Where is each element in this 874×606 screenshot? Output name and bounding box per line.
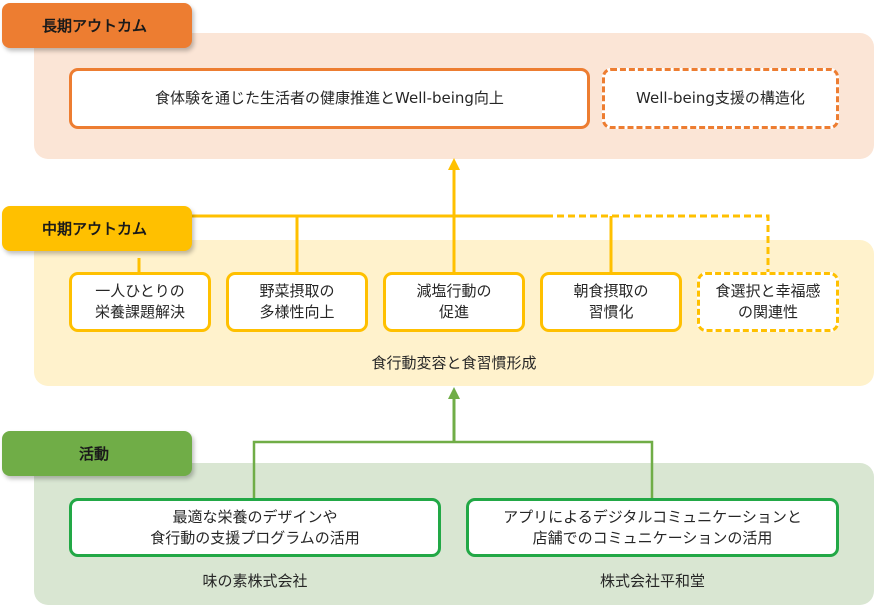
long-term-outcome-box-dashed: Well-being支援の構造化 xyxy=(602,68,839,129)
mid-term-caption: 食行動変容と食習慣形成 xyxy=(371,354,537,372)
activity-box: 最適な栄養のデザインや 食行動の支援プログラムの活用 xyxy=(69,498,441,557)
arrow-up-icon xyxy=(448,158,460,170)
mid-term-outcome-box: 一人ひとりの 栄養課題解決 xyxy=(69,272,211,332)
long-term-tag: 長期アウトカム xyxy=(2,3,192,48)
activity-tag: 活動 xyxy=(2,431,192,476)
mid-term-outcome-box: 朝食摂取の 習慣化 xyxy=(540,272,682,332)
activity-box: アプリによるデジタルコミュニケーションと 店舗でのコミュニケーションの活用 xyxy=(466,498,839,557)
activity-connector xyxy=(252,440,654,498)
activity-org-label: 株式会社平和堂 xyxy=(599,572,705,590)
mid-term-outcome-box-dashed: 食選択と幸福感 の関連性 xyxy=(697,272,839,332)
mid-term-outcome-box: 減塩行動の 促進 xyxy=(383,272,525,332)
mid-connector-dashed xyxy=(546,214,770,273)
activity-org-label: 味の素株式会社 xyxy=(202,572,308,590)
arrow-up-icon xyxy=(448,387,460,399)
mid-term-tag: 中期アウトカム xyxy=(2,206,192,251)
long-term-outcome-box: 食体験を通じた生活者の健康推進とWell-being向上 xyxy=(69,68,590,129)
mid-term-outcome-box: 野菜摂取の 多様性向上 xyxy=(226,272,368,332)
